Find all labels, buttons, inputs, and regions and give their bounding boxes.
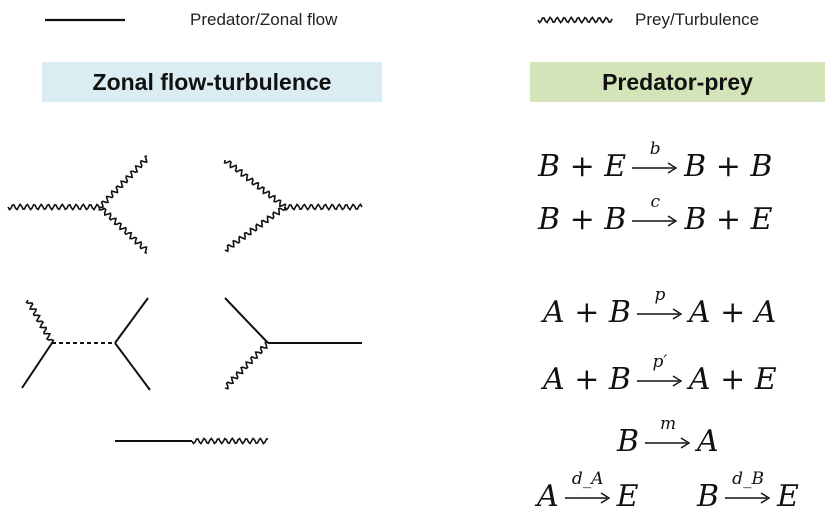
reaction-rhs: A + E <box>688 362 777 397</box>
rate-constant: c <box>650 192 661 212</box>
reaction-lhs: B <box>697 479 720 514</box>
interaction-diagrams <box>7 155 363 445</box>
legend-solid-label: Predator/Zonal flow <box>190 10 338 29</box>
legend-wavy-line <box>537 16 613 24</box>
diagram-turbulence-merge <box>223 159 363 253</box>
zonal-flow-turbulence-header: Zonal flow-turbulence <box>42 62 382 102</box>
reaction-arrow: p′ <box>635 354 685 396</box>
diagram-zonal-merge <box>224 297 362 390</box>
reaction-rhs: E <box>777 479 799 514</box>
rate-constant: d_A <box>571 469 604 489</box>
diagram-dashed-exchange <box>21 297 151 391</box>
diagram-turbulence-split <box>7 155 148 254</box>
reaction-arrow: b <box>630 141 680 183</box>
reaction-arrow: c <box>630 194 680 236</box>
reaction-rhs: A <box>697 424 719 459</box>
reaction-arrow: m <box>643 416 693 458</box>
reaction-lhs: B + E <box>538 149 627 184</box>
reaction-lhs: A + B <box>543 362 631 397</box>
reaction-lhs: A + B <box>543 295 631 330</box>
reaction-rhs: B + E <box>684 202 773 237</box>
reaction-arrow: d_B <box>723 471 773 513</box>
reaction-arrow: d_A <box>563 471 613 513</box>
reaction-arrow: p <box>635 287 685 329</box>
reaction-rhs: E <box>616 479 639 514</box>
legend-wavy-label: Prey/Turbulence <box>635 10 760 29</box>
reaction-3: A + B p A + A <box>543 287 777 330</box>
reaction-2: B + B c B + E <box>538 194 773 237</box>
rate-constant: p′ <box>652 352 668 372</box>
diagram-zonal-to-turbulence <box>115 437 269 445</box>
rate-constant: b <box>649 139 661 159</box>
reaction-4: A + B p′ A + E <box>543 354 777 397</box>
rate-constant: m <box>659 414 677 434</box>
reaction-lhs: A <box>537 479 559 514</box>
reaction-lhs: B + B <box>538 202 627 237</box>
rate-constant: p <box>654 285 666 305</box>
legend-solid-line <box>45 18 125 22</box>
rate-constant: d_B <box>732 469 764 489</box>
predator-prey-header: Predator-prey <box>530 62 825 102</box>
reaction-lhs: B <box>617 424 640 459</box>
reaction-rhs: B + B <box>684 149 773 184</box>
reaction-1: B + E b B + B <box>538 141 773 184</box>
reaction-rhs: A + A <box>688 295 777 330</box>
